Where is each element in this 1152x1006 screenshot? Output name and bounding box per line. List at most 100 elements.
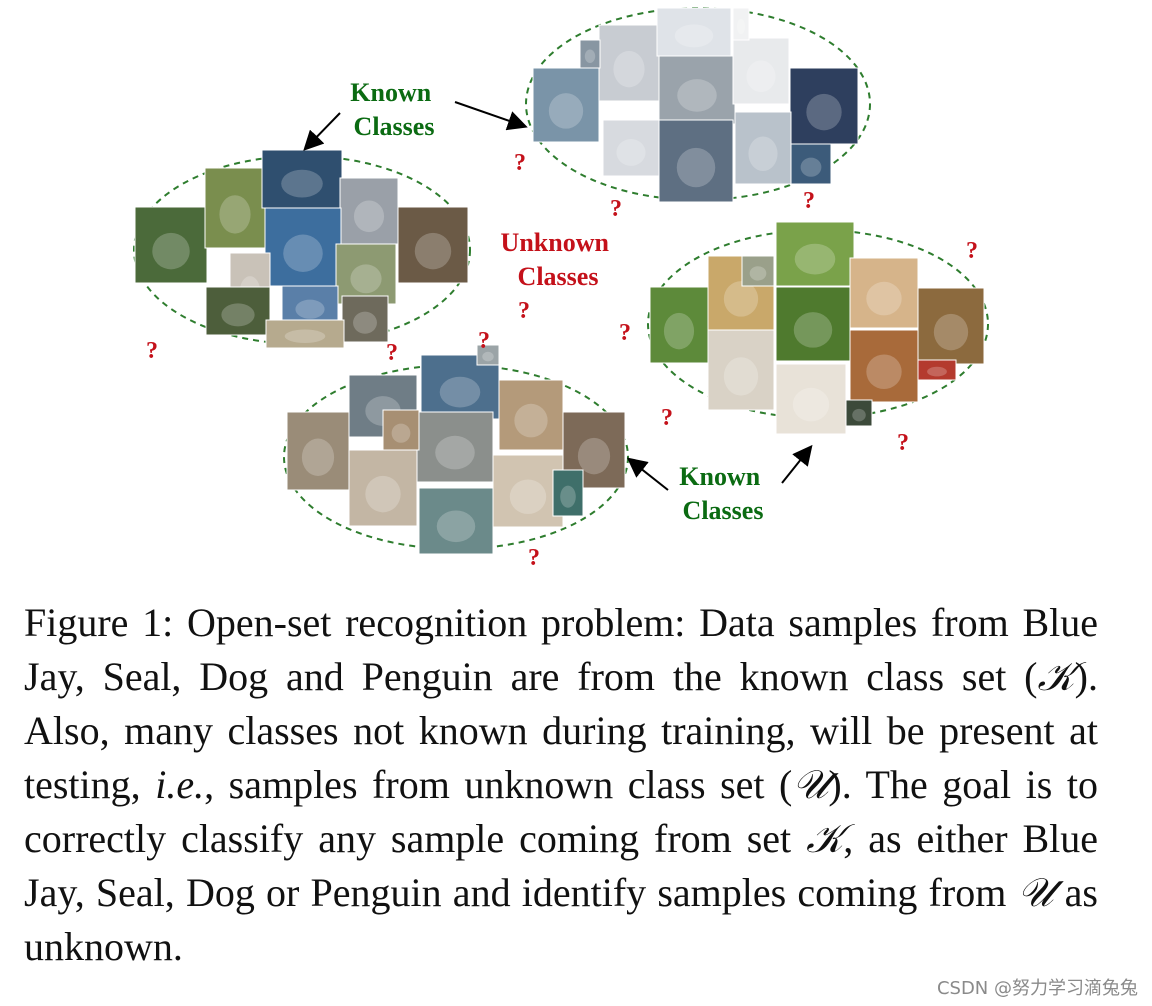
blue-jay-photo-tile [134,206,208,284]
penguin-photo-tile [658,119,734,203]
dog-photo-tile [775,221,855,287]
blue-jay-photo-tile [339,177,399,245]
arrow-to-dog [781,444,813,484]
seal-photo-subject [301,438,335,476]
dog-photo-tile [707,329,775,411]
blue-jay-photo-tile [335,243,397,305]
unknown-classes-label: Unknown Classes [501,228,616,291]
dog-image-group [649,221,985,435]
known-classes-label-bottom: Known Classes [679,462,766,525]
dog-photo-subject [794,243,836,275]
arrow-to-penguin [454,101,528,131]
penguin-photo-subject [800,157,822,177]
penguin-photo-subject [616,139,646,166]
dog-photo-subject [866,354,902,390]
known-set-symbol: 𝒦 [806,816,844,862]
seal-photo-tile [476,344,500,366]
seal-photo-tile [420,354,500,420]
seal-image-group [286,344,626,555]
seal-photo-subject [436,510,476,543]
blue-jay-photo-subject [281,169,323,198]
blue-jay-photo-tile [205,286,271,336]
figure-caption: Figure 1: Open-set recognition problem: … [24,596,1098,974]
dog-photo-subject [723,281,759,317]
penguin-photo-tile [732,37,790,105]
unknown-question-mark: ? [610,196,622,222]
seal-photo-subject [482,351,494,362]
dog-photo-subject [792,387,830,422]
penguin-photo-subject [746,60,776,93]
penguin-photo-tile [579,39,601,69]
penguin-photo-subject [613,50,645,88]
caption-italic: i.e. [155,762,205,807]
open-set-figure: Known Classes Known Classes Unknown Clas… [133,7,989,571]
unknown-question-mark: ? [966,238,978,264]
dog-photo-subject [933,313,969,351]
penguin-photo-subject [748,136,778,172]
blue-jay-photo-subject [295,299,325,319]
dog-photo-tile [917,359,957,381]
seal-photo-subject [509,479,547,515]
penguin-photo-tile [602,119,660,177]
dog-photo-tile [849,329,919,403]
unknown-question-mark: ? [661,405,673,431]
unknown-question-mark: ? [386,340,398,366]
seal-photo-subject [560,485,576,508]
penguin-photo-tile [656,7,732,57]
unknown-question-mark: ? [478,328,490,354]
blue-jay-photo-subject [414,232,452,270]
known-set-symbol: 𝒦 [1037,654,1075,700]
seal-photo-subject [577,437,611,475]
caption-text: , as either Blue Jay, Seal, Dog or Pengu… [24,816,1098,915]
dog-photo-subject [793,312,833,348]
seal-photo-tile [492,454,564,528]
penguin-photo-subject [736,18,746,35]
blue-jay-photo-subject [283,234,323,272]
dog-photo-tile [845,399,873,427]
seal-photo-tile [418,487,494,555]
dog-photo-tile [775,363,847,435]
unknown-question-mark: ? [803,188,815,214]
penguin-photo-subject [806,93,842,131]
caption-text: ). The goal is to correctly classify any… [24,762,1098,861]
unknown-set-symbol: 𝒰 [1017,870,1054,916]
blue-jay-photo-subject [221,303,255,327]
blue-jay-photo-tile [265,319,345,349]
unknown-question-mark: ? [897,430,909,456]
caption-text: , samples from unknown class set ( [204,762,793,807]
penguin-photo-tile [790,143,832,185]
dog-photo-tile [649,286,709,364]
seal-photo-subject [435,435,475,470]
seal-photo-tile [382,409,420,451]
blue-jay-photo-subject [284,329,326,343]
caption-text: Figure 1: Open-set recognition problem: … [24,600,1098,699]
seal-photo-subject [365,475,401,513]
penguin-photo-subject [674,24,714,48]
blue-jay-photo-subject [353,311,377,334]
penguin-photo-subject [676,147,716,188]
blue-jay-photo-subject [152,232,190,270]
dog-photo-tile [917,287,985,365]
unknown-question-mark: ? [146,338,158,364]
blue-jay-photo-tile [261,149,343,209]
dog-photo-tile [741,255,775,287]
arrow-to-blue-jay [303,112,341,151]
dog-photo-subject [723,357,759,396]
caption-text: ). Also, many classes not known during t… [24,654,1098,807]
penguin-image-group [532,7,859,203]
dog-photo-subject [749,266,767,281]
seal-photo-tile [552,469,584,517]
watermark: CSDN @努力学习滴兔兔 [936,978,1138,999]
blue-jay-image-group [134,149,469,349]
caption-text: as unknown. [24,870,1098,969]
unknown-set-symbol: 𝒰 [792,762,829,808]
penguin-photo-subject [677,79,717,112]
dog-photo-subject [663,312,695,350]
blue-jay-photo-subject [219,195,251,234]
dog-photo-subject [866,281,902,316]
seal-photo-subject [391,423,411,443]
blue-jay-photo-tile [281,285,339,327]
unknown-question-mark: ? [619,320,631,346]
penguin-photo-tile [789,67,859,145]
unknown-question-mark: ? [518,298,530,324]
